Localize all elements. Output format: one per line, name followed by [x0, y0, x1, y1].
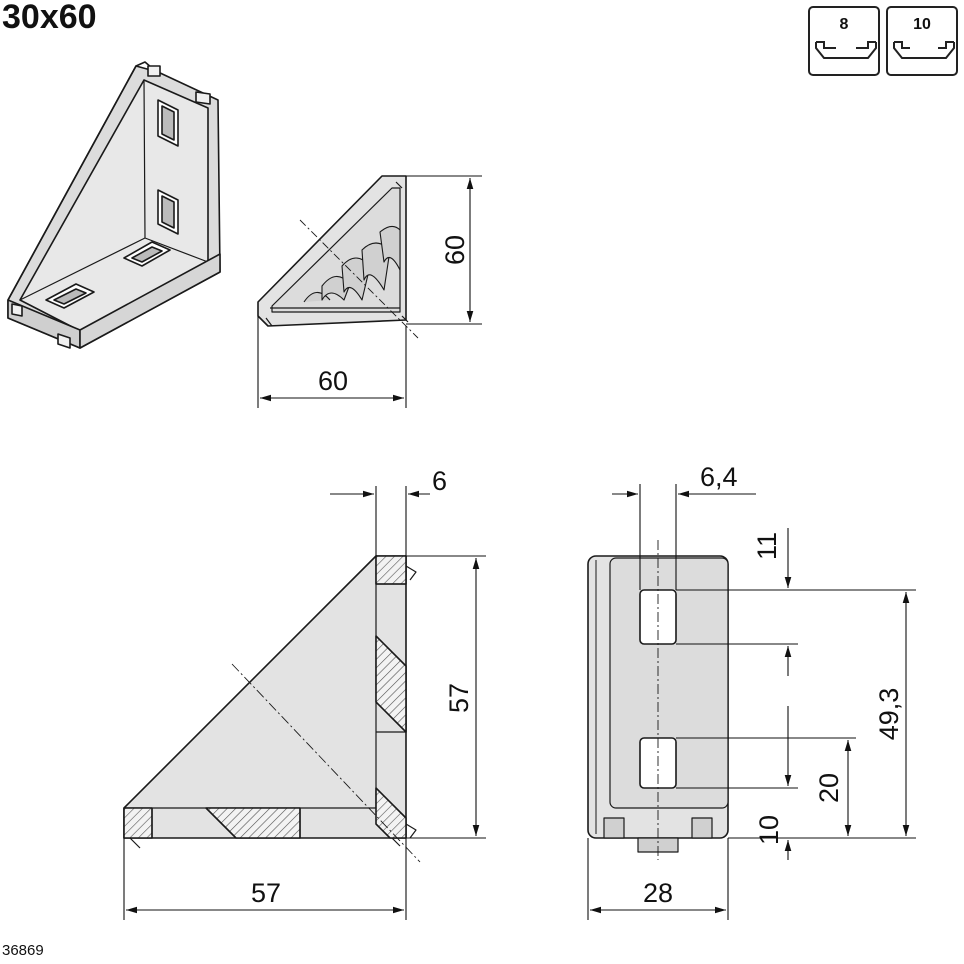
dim-end-total: 49,3: [874, 688, 904, 741]
slot-8-label: 8: [839, 16, 849, 33]
side-view: [257, 175, 419, 339]
dim-side-width: 60: [318, 366, 348, 396]
front-view-dimensions: [123, 486, 486, 920]
drawing-title: 30x60: [2, 0, 97, 36]
slot-8-badge: 8: [808, 6, 880, 76]
dim-end-width: 28: [643, 878, 673, 908]
dim-end-slot-width: 6,4: [700, 462, 738, 492]
slot-10-label: 10: [913, 16, 931, 33]
dim-front-height: 57: [444, 683, 474, 713]
dim-end-top: 11: [752, 532, 782, 560]
dim-front-thickness: 6: [432, 466, 447, 496]
slot-10-badge: 10: [886, 6, 958, 76]
drawing-number: 36869: [2, 942, 44, 959]
dim-front-width: 57: [251, 878, 281, 908]
dim-side-height: 60: [440, 235, 470, 265]
end-view: [587, 540, 729, 860]
t-slot-10-icon: [893, 41, 955, 59]
end-view-dimensions: [587, 484, 916, 920]
side-view-dimensions: [257, 175, 482, 408]
dim-end-bottom: 10: [754, 815, 784, 845]
technical-drawing: 60 60 6 57 57: [7, 61, 916, 920]
t-slot-8-icon: [815, 41, 877, 59]
isometric-view: [7, 61, 221, 349]
dim-end-slot-pos: 20: [814, 773, 844, 803]
front-view: [123, 555, 421, 863]
